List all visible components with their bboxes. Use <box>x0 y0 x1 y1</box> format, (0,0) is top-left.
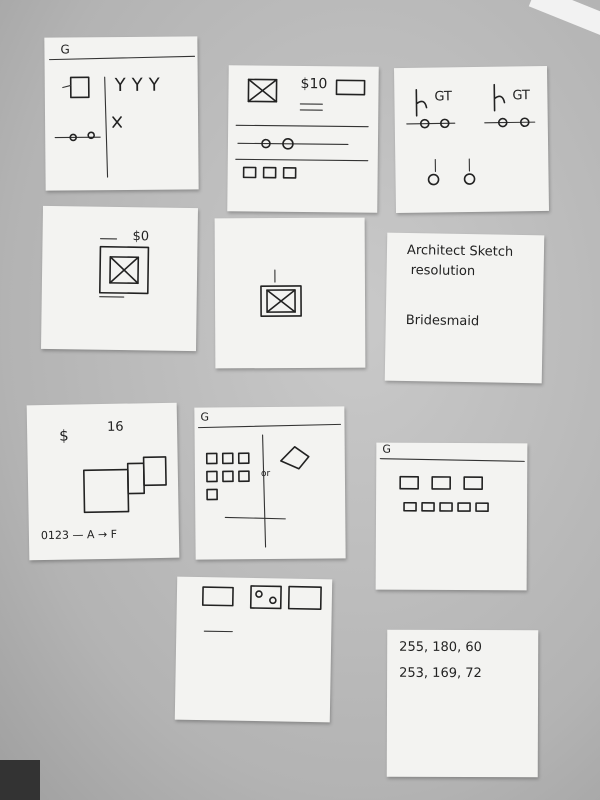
table-edge <box>0 760 40 800</box>
wireframe-sketch <box>83 456 167 514</box>
note-text-line-2: resolution <box>410 263 476 280</box>
sticky-note-6: Architect Sketch resolution Bridesmaid <box>384 232 545 384</box>
sticky-note-4: $0 <box>41 205 198 352</box>
note-text-line-1: Architect Sketch <box>406 242 514 260</box>
sticky-note-9: G <box>375 442 528 591</box>
wireframe-sketch <box>197 423 342 548</box>
sticky-note-1: G YYY <box>44 36 199 191</box>
sticky-note-3: GT GT <box>393 65 550 214</box>
sticky-note-8: G or <box>194 406 346 560</box>
rgb-value-2: 253, 169, 72 <box>399 665 482 682</box>
background-paper-edge <box>528 0 600 37</box>
sticky-note-7: $ 16 0123 — A → F <box>26 402 180 561</box>
wireframe-sketch <box>379 458 525 512</box>
sticky-note-5 <box>214 217 366 369</box>
rgb-value-1: 255, 180, 60 <box>399 639 482 656</box>
wireframe-sketch <box>260 269 302 317</box>
sticky-note-2: $10 <box>227 65 379 213</box>
sticky-note-11: 255, 180, 60 253, 169, 72 <box>386 629 539 778</box>
wireframe-sketch <box>98 238 150 298</box>
wireframe-sketch <box>406 83 536 186</box>
note-text-line-3: Bridesmaid <box>405 312 480 330</box>
wireframe-sketch <box>201 585 322 633</box>
wireframe-sketch <box>48 55 196 178</box>
sticky-note-10 <box>174 576 333 723</box>
wireframe-sketch <box>235 78 369 179</box>
